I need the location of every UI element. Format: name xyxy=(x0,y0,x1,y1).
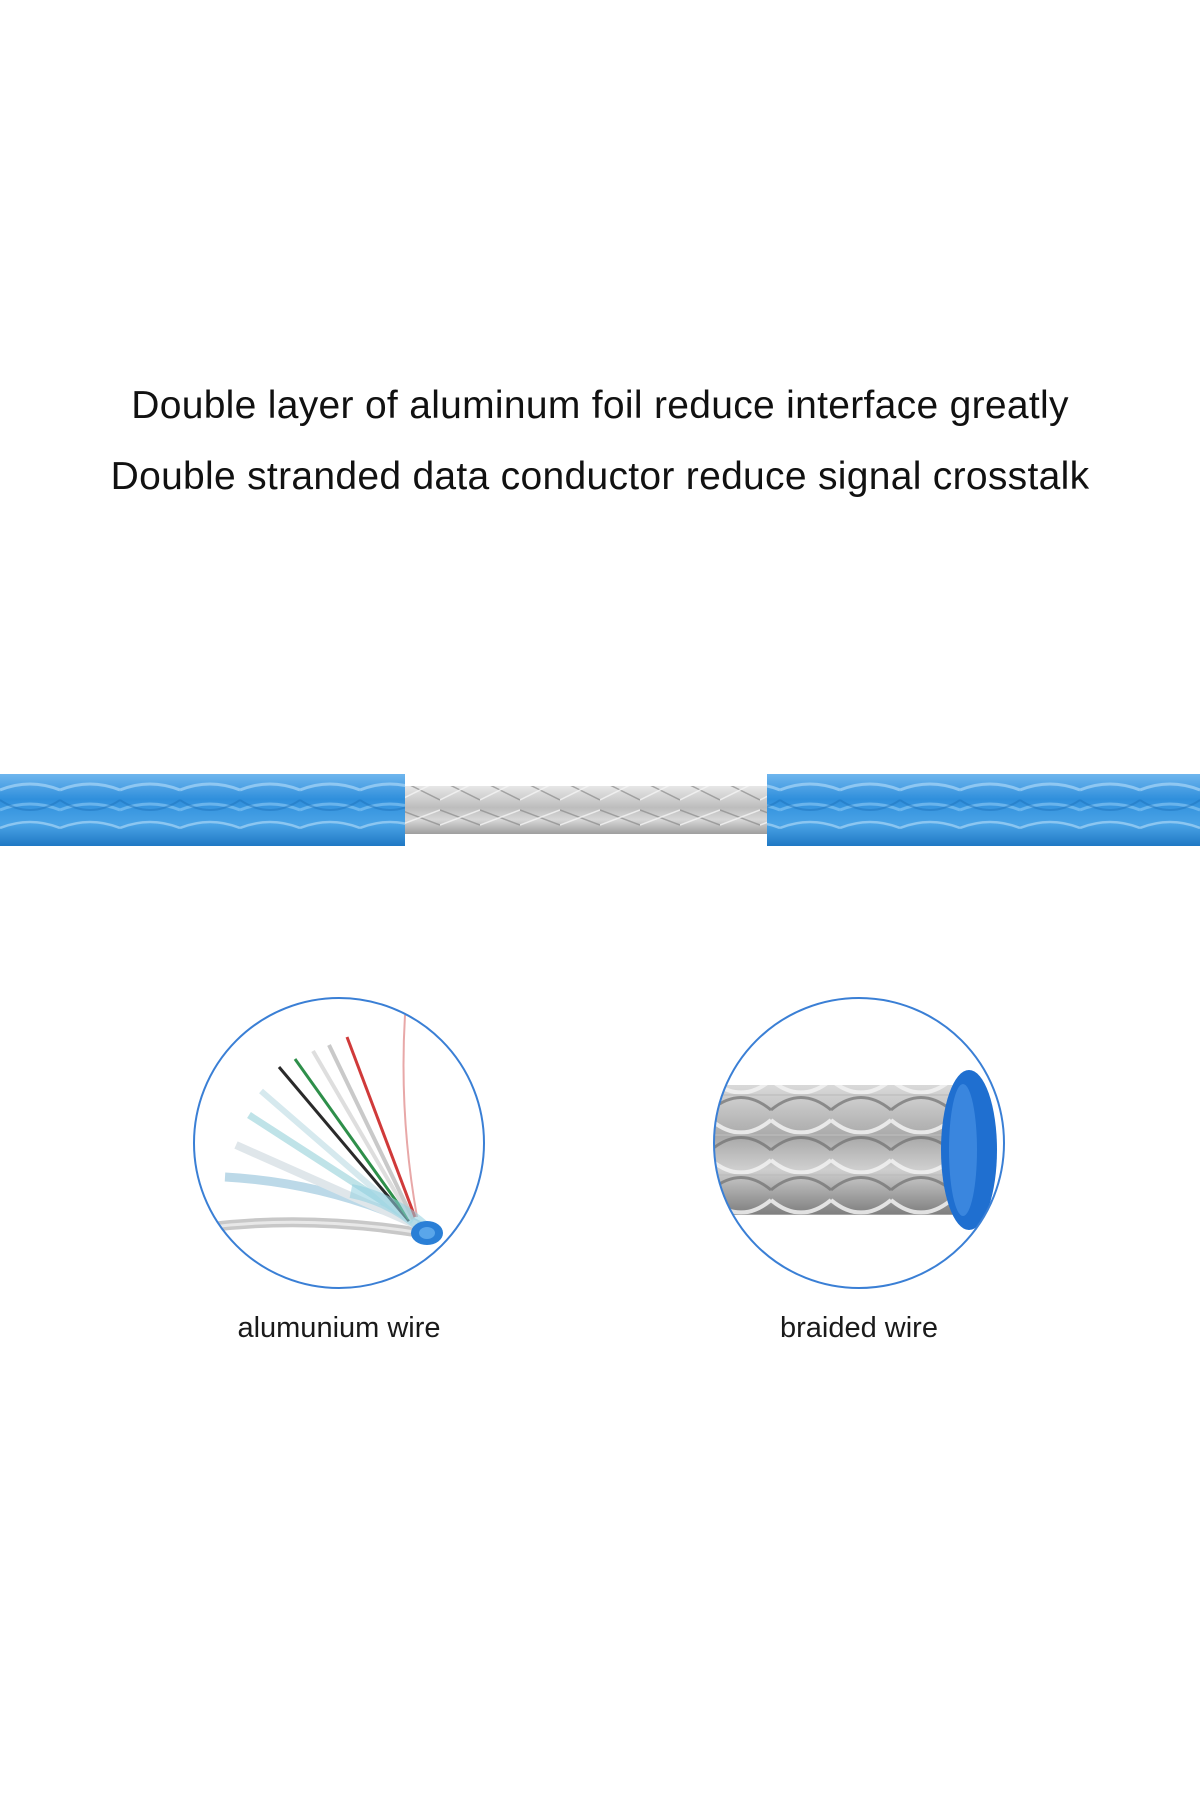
braided-wire-caption: braided wire xyxy=(780,1312,938,1344)
braided-detail-ring xyxy=(713,997,1005,1289)
headline-line-1: Double layer of aluminum foil reduce int… xyxy=(131,384,1069,427)
aluminium-detail-ring xyxy=(193,997,485,1289)
cable-illustration xyxy=(0,774,1200,846)
braided-wire-detail xyxy=(713,997,1005,1289)
headline-line-2: Double stranded data conductor reduce si… xyxy=(110,455,1090,498)
aluminium-wire-caption: alumunium wire xyxy=(237,1312,441,1344)
aluminium-wire-detail xyxy=(193,997,485,1289)
